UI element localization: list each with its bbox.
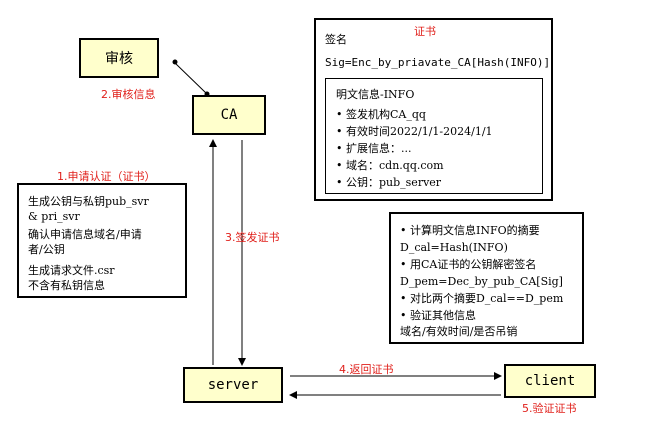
server-node-label: server xyxy=(207,377,259,393)
step-4-label: 4.返回证书 xyxy=(339,363,394,376)
verify-line-1: • 计算明文信息INFO的摘要 xyxy=(400,224,540,237)
request-line-1: 生成公钥与私钥pub_svr xyxy=(28,195,149,208)
step-5-label: 5.验证证书 xyxy=(522,402,577,415)
info-item-issuer: • 签发机构CA_qq xyxy=(336,108,426,121)
info-title: 明文信息-INFO xyxy=(336,88,415,101)
client-node-label: client xyxy=(524,373,576,389)
request-line-6: 不含有私钥信息 xyxy=(28,279,105,292)
step-1-label: 1.申请认证（证书） xyxy=(57,170,156,183)
ca-node: CA xyxy=(192,95,266,135)
info-item-validity: • 有效时间2022/1/1-2024/1/1 xyxy=(336,125,493,138)
client-verify-panel: • 计算明文信息INFO的摘要 D_cal=Hash(INFO) • 用CA证书… xyxy=(389,212,584,344)
signature-label: 签名 xyxy=(325,33,347,46)
verify-line-4: D_pem=Dec_by_pub_CA[Sig] xyxy=(400,275,563,288)
info-item-extension: • 扩展信息：... xyxy=(336,142,412,155)
server-request-panel: 生成公钥与私钥pub_svr & pri_svr 确认申请信息域名/申请 者/公… xyxy=(17,183,187,298)
verify-line-2: D_cal=Hash(INFO) xyxy=(400,241,508,254)
verify-line-7: 域名/有效时间/是否吊销 xyxy=(400,325,518,338)
audit-link xyxy=(174,62,208,95)
audit-node-label: 审核 xyxy=(105,51,133,67)
verify-line-6: • 验证其他信息 xyxy=(400,309,476,322)
info-item-pubkey: • 公钥：pub_server xyxy=(336,176,442,189)
client-node: client xyxy=(504,364,596,398)
step-2-label: 2.审核信息 xyxy=(101,88,156,101)
request-line-5: 生成请求文件.csr xyxy=(28,264,115,277)
certificate-panel: 证书 签名 Sig=Enc_by_priavate_CA[Hash(INFO)]… xyxy=(314,18,553,201)
info-panel: 明文信息-INFO • 签发机构CA_qq • 有效时间2022/1/1-202… xyxy=(325,78,543,194)
verify-line-3: • 用CA证书的公钥解密签名 xyxy=(400,258,537,271)
verify-line-5: • 对比两个摘要D_cal==D_pem xyxy=(400,292,564,305)
signature-formula: Sig=Enc_by_priavate_CA[Hash(INFO)] xyxy=(325,56,551,69)
request-line-2: & pri_svr xyxy=(28,210,80,223)
certificate-title: 证书 xyxy=(414,25,436,38)
info-item-domain: • 域名：cdn.qq.com xyxy=(336,159,444,172)
request-line-4: 者/公钥 xyxy=(28,243,65,256)
step-3-label: 3.签发证书 xyxy=(225,231,280,244)
audit-link-dot-top xyxy=(172,59,178,65)
ca-node-label: CA xyxy=(220,107,238,123)
server-node: server xyxy=(183,367,283,403)
request-line-3: 确认申请信息域名/申请 xyxy=(28,228,142,241)
audit-node: 审核 xyxy=(79,38,159,78)
